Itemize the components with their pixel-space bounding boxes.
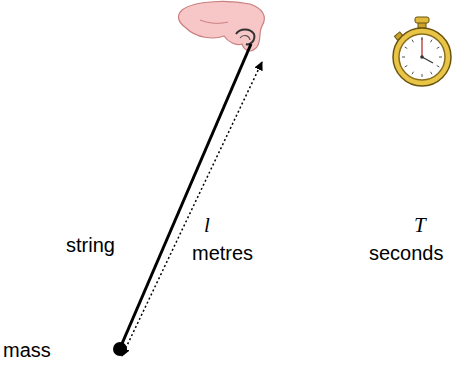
hand	[179, 2, 265, 51]
length-symbol: l	[204, 214, 210, 237]
period-unit: seconds	[369, 242, 444, 264]
stopwatch	[393, 17, 451, 86]
length-dimension	[122, 62, 262, 356]
string-line	[121, 44, 251, 346]
mass-label: mass	[3, 339, 51, 361]
period-symbol: T	[414, 214, 426, 237]
mass-bob	[113, 342, 127, 356]
string-label: string	[66, 234, 115, 256]
length-unit: metres	[192, 242, 253, 264]
